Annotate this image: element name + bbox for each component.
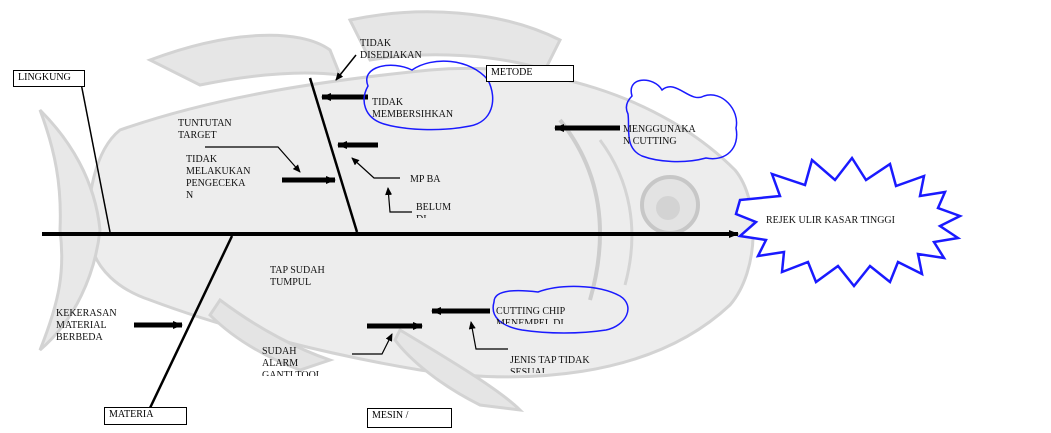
cause-jenis-tap: JENIS TAP TIDAK SESUAI — [510, 355, 620, 373]
fish-watermark — [40, 12, 753, 410]
fish-pupil — [656, 196, 680, 220]
cause-mp-ba: MP BA — [410, 174, 450, 182]
arrow-tidak-disediakan — [336, 55, 356, 80]
cause-cutting-chip: CUTTING CHIP MENEMPEL DI — [496, 306, 606, 324]
fish-dorsal-fin — [150, 35, 340, 85]
effect-label: REJEK ULIR KASAR TINGGI — [766, 215, 926, 229]
cause-tap-sudah-tumpul: TAP SUDAH TUMPUL — [270, 265, 360, 289]
category-lingkungan: LINGKUNG — [13, 70, 85, 87]
category-material: MATERIA — [104, 407, 187, 425]
cause-sudah-alarm: SUDAH ALARM GANTI TOOL — [262, 346, 342, 376]
cause-belum: BELUM DI — [416, 202, 456, 218]
category-metode: METODE — [486, 65, 574, 82]
cause-kekerasan-material: KEKERASAN MATERIAL BERBEDA — [56, 308, 136, 344]
cause-tuntutan-target: TUNTUTAN TARGET — [178, 118, 258, 140]
category-mesin: MESIN / — [367, 408, 452, 428]
cause-tidak-melakukan-pengecekan: TIDAK MELAKUKAN PENGECEKA N — [186, 154, 266, 202]
cause-menggunakan-cutting: MENGGUNAKA N CUTTING — [623, 124, 703, 146]
cause-tidak-membersihkan: TIDAK MEMBERSIHKAN — [372, 97, 482, 119]
cause-tidak-disediakan: TIDAK DISEDIAKAN — [360, 38, 450, 60]
